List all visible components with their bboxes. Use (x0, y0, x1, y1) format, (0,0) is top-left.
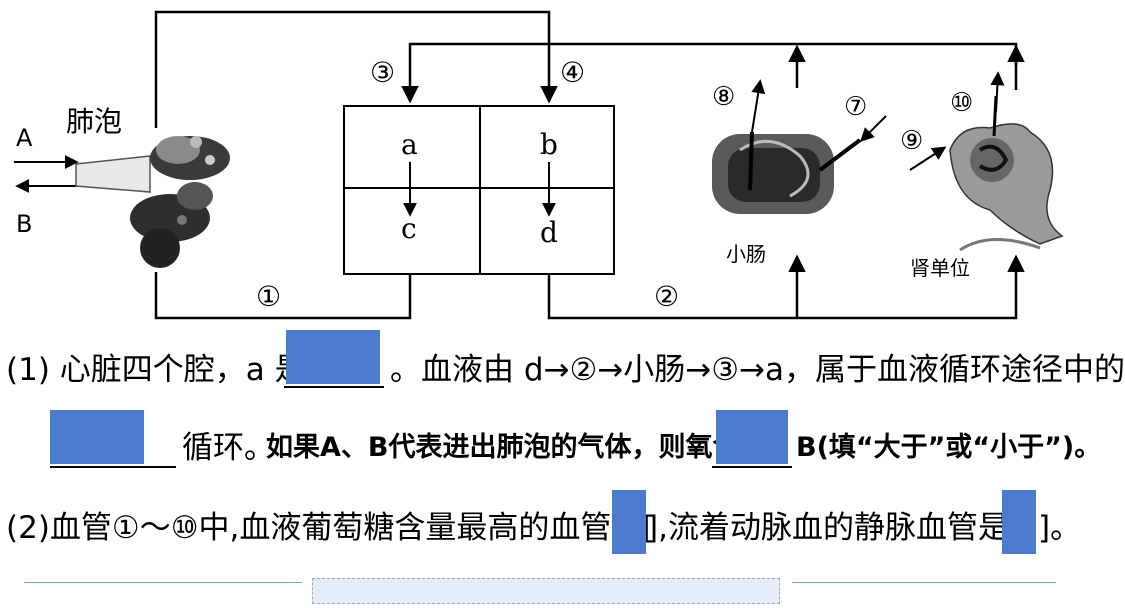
arrow-vessel-9 (909, 146, 947, 171)
question-1-line2-mid: 循环。 (182, 430, 275, 466)
label-chamber-d: d (540, 216, 558, 249)
label-gas-b: B (16, 210, 33, 238)
redaction-answer-a (286, 330, 380, 384)
label-gas-a: A (16, 124, 33, 152)
vessel-label-2: ② (654, 280, 680, 313)
question-1-line1-prefix: (1) 心脏四个腔，a 是 (6, 352, 306, 388)
label-alveoli: 肺泡 (66, 105, 123, 138)
heart-chambers (343, 105, 615, 275)
redaction-answer-glucose (612, 490, 646, 554)
label-small-intestine: 小肠 (726, 242, 766, 266)
label-nephron: 肾单位 (910, 256, 970, 280)
arrow-vessel-8 (751, 79, 766, 133)
footer-input-box[interactable] (312, 578, 780, 604)
vessel-label-1: ① (256, 280, 282, 313)
label-chamber-a: a (401, 128, 418, 161)
small-intestine-illustration (712, 131, 862, 214)
vessel-line-pulmonary-artery (154, 272, 412, 320)
vessel-label-10: ⑩ (950, 88, 974, 118)
vessel-line-aorta (547, 254, 1025, 320)
vessel-label-4: ④ (560, 56, 586, 89)
vessel-label-8: ⑧ (712, 82, 736, 112)
nephron-illustration (949, 95, 1064, 252)
answer-blank-a[interactable] (284, 386, 384, 388)
redaction-answer-vein (1002, 490, 1036, 554)
redaction-answer-circulation (50, 410, 144, 464)
vessel-line-pulmonary-vein (154, 10, 558, 128)
footer-divider-right (792, 582, 1056, 583)
question-1-line1-suffix: 。血液由 d→②→小肠→③→a，属于血液循环途径中的 (390, 352, 1125, 388)
circulation-diagram (14, 10, 1064, 320)
vessel-label-7: ⑦ (844, 92, 868, 122)
answer-blank-oxygen[interactable] (712, 466, 792, 468)
label-chamber-b: b (540, 128, 558, 161)
alveoli-illustration (75, 136, 230, 268)
arrow-vessel-7 (860, 115, 887, 142)
redaction-answer-oxygen (716, 410, 788, 464)
question-2-prefix: (2)血管①～⑩中,血液葡萄糖含量最高的血管是[ (6, 510, 655, 546)
footer-divider-left (24, 582, 302, 583)
vessel-label-9: ⑨ (900, 126, 924, 156)
question-1-line2-bold: 如果A、B代表进出肺泡的气体，则氧含量A (266, 432, 788, 463)
question-2-mid: ],流着动脉血的静脉血管是[ (646, 510, 1022, 546)
label-chamber-c: c (401, 212, 417, 245)
vessel-label-3: ③ (370, 56, 396, 89)
answer-blank-circulation[interactable] (50, 466, 176, 468)
arrow-vessel-10 (990, 71, 1005, 113)
question-1-line2-end: B(填“大于”或“小于”)。 (796, 432, 1102, 463)
question-2-end: ]。 (1038, 510, 1082, 546)
